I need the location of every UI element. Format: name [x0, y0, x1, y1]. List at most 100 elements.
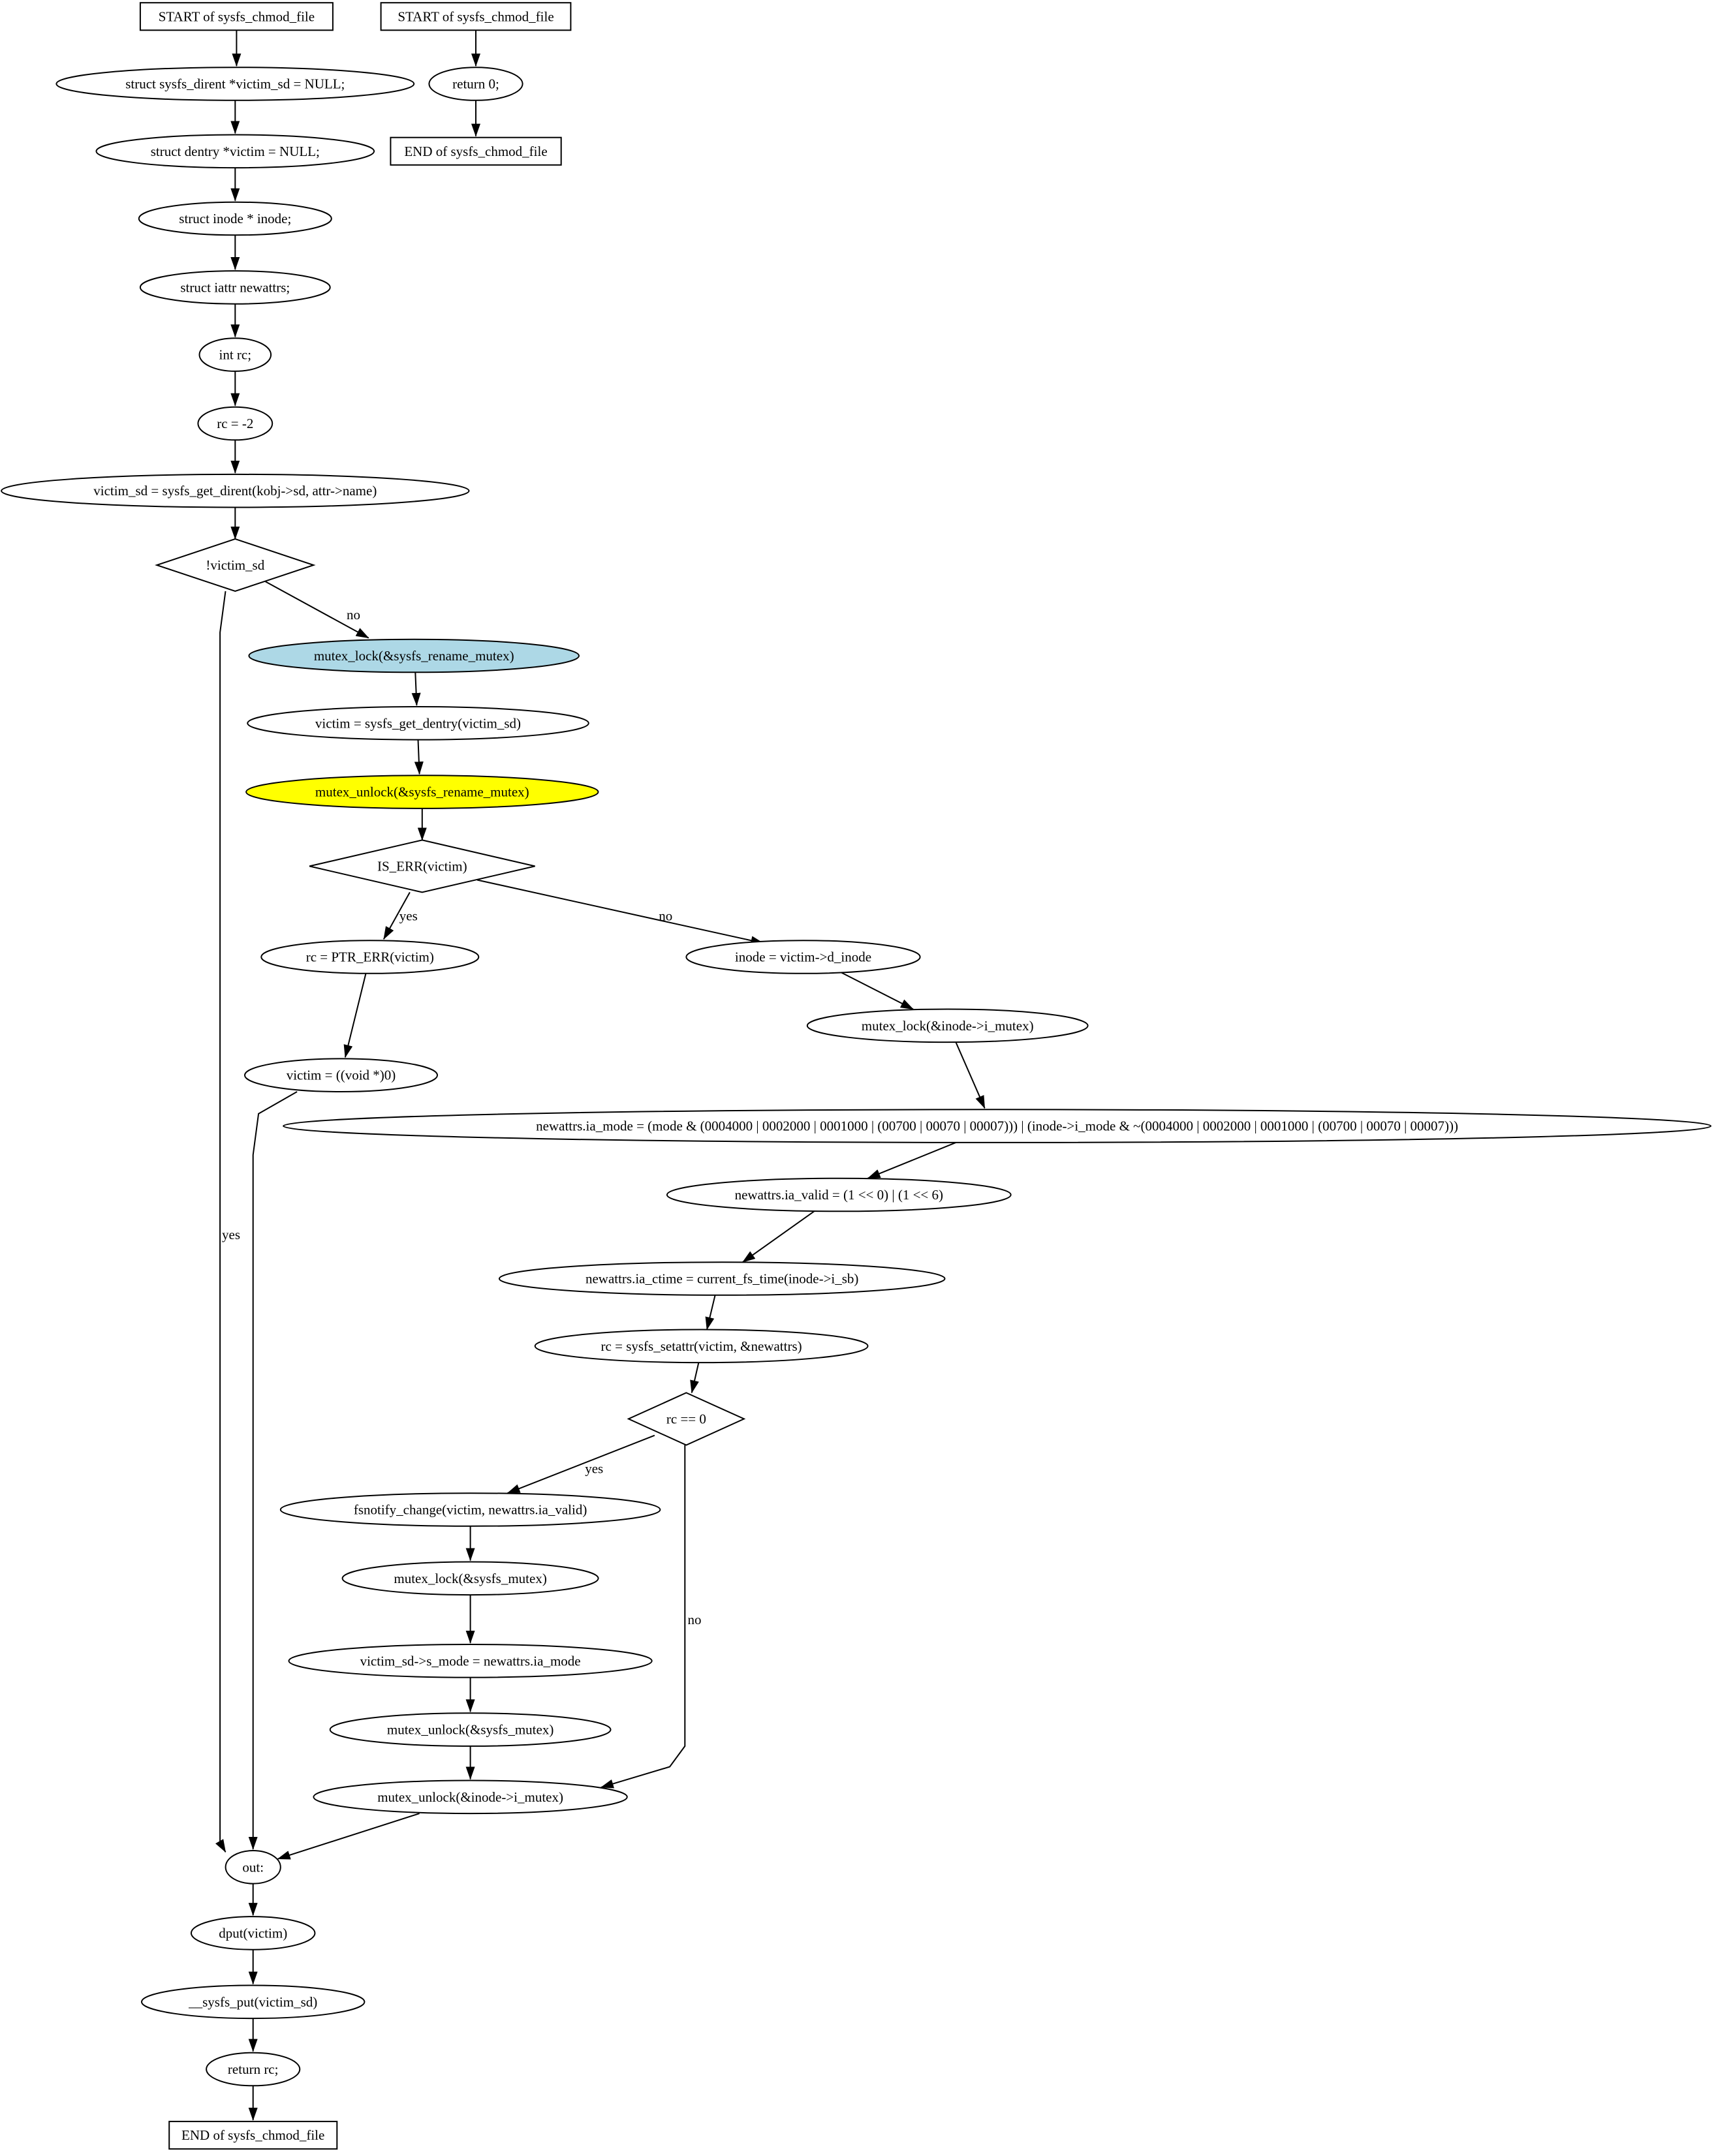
edge-line [690, 1362, 700, 1394]
node-n6: rc = -2 [197, 406, 273, 441]
node-box [168, 2121, 338, 2150]
node-n23: mutex_unlock(&inode->i_mutex) [313, 1779, 628, 1815]
node-ellipse [245, 775, 599, 809]
node-label: rc == 0 [666, 1411, 706, 1426]
node-n17: newattrs.ia_ctime = current_fs_time(inod… [498, 1261, 946, 1296]
node-r2: return 0; [428, 67, 523, 101]
node-label: mutex_unlock(&sysfs_mutex) [387, 1722, 554, 1738]
edge-line [248, 1091, 298, 1850]
node-label: victim = ((void *)0) [287, 1068, 396, 1083]
node-n20: mutex_lock(&sysfs_mutex) [341, 1561, 599, 1596]
edge-line [839, 971, 914, 1010]
node-ellipse [313, 1779, 628, 1815]
edge-label: yes [399, 908, 418, 923]
node-ellipse [666, 1177, 1012, 1212]
node-label: newattrs.ia_ctime = current_fs_time(inod… [585, 1271, 858, 1287]
node-ellipse [206, 2052, 301, 2087]
node-ellipse [260, 940, 480, 974]
node-d1: !victim_sd [155, 538, 316, 593]
edge-line [955, 1041, 986, 1109]
node-ellipse [329, 1712, 612, 1747]
edge-n9-n10 [414, 739, 424, 775]
node-label: struct dentry *victim = NULL; [151, 144, 320, 159]
edge-line [277, 1813, 420, 1860]
edge-n16-n17 [741, 1210, 815, 1263]
node-label: dput(victim) [219, 1925, 287, 1941]
decision-diamond [309, 839, 535, 893]
edge-label: no [347, 607, 360, 623]
node-n14: mutex_lock(&inode->i_mutex) [806, 1008, 1089, 1043]
node-label: struct iattr newattrs; [180, 279, 290, 295]
decision-diamond [627, 1392, 746, 1446]
node-ellipse [498, 1261, 946, 1296]
edge-line [705, 1295, 716, 1331]
edge-n13-n14 [839, 971, 914, 1010]
node-ellipse [190, 1916, 316, 1950]
node-n27: return rc; [206, 2052, 301, 2087]
edge-line [411, 672, 421, 706]
node-label: rc = PTR_ERR(victim) [306, 949, 434, 965]
edge-line [507, 1434, 655, 1494]
node-label: START of sysfs_chmod_file [398, 8, 554, 24]
node-n3: struct inode * inode; [138, 201, 332, 236]
node-label: return rc; [228, 2061, 279, 2077]
node-label: END of sysfs_chmod_file [404, 144, 547, 159]
node-label: int rc; [219, 347, 252, 363]
node-box [390, 136, 562, 166]
node-n10: mutex_unlock(&sysfs_rename_mutex) [245, 775, 599, 809]
node-label: !victim_sd [206, 557, 264, 573]
node-ellipse [198, 337, 272, 372]
node-n21: victim_sd->s_mode = newattrs.ia_mode [288, 1644, 653, 1678]
node-box [380, 2, 572, 31]
node-n19: fsnotify_change(victim, newattrs.ia_vali… [279, 1492, 661, 1527]
node-n15: newattrs.ia_mode = (mode & (0004000 | 00… [283, 1109, 1712, 1143]
node-ellipse [95, 134, 375, 169]
node-ellipse [55, 67, 415, 101]
node-ellipse [141, 1984, 366, 2020]
node-n7: victim_sd = sysfs_get_dirent(kobj->sd, a… [1, 473, 470, 508]
node-d2: IS_ERR(victim) [309, 839, 535, 893]
edge-line [600, 1445, 686, 1789]
node-ellipse [197, 406, 273, 441]
edge-label: no [659, 908, 672, 923]
node-n26: __sysfs_put(victim_sd) [141, 1984, 366, 2020]
node-label: mutex_lock(&sysfs_rename_mutex) [314, 648, 514, 664]
node-label: victim = sysfs_get_dentry(victim_sd) [315, 715, 521, 731]
node-ellipse [806, 1008, 1089, 1043]
node-label: newattrs.ia_mode = (mode & (0004000 | 00… [536, 1118, 1458, 1134]
edge-n8-n9 [411, 672, 421, 706]
edge-label: no [688, 1612, 702, 1627]
edge-line [343, 973, 367, 1058]
node-label: victim_sd->s_mode = newattrs.ia_mode [360, 1653, 581, 1669]
edge-n17-n18 [705, 1295, 716, 1331]
node-label: victim_sd = sysfs_get_dirent(kobj->sd, a… [93, 483, 377, 499]
edge-d1-n24: yes [215, 591, 240, 1853]
node-ellipse [685, 940, 921, 974]
node-label: END of sysfs_chmod_file [181, 2127, 324, 2143]
node-n12: victim = ((void *)0) [244, 1058, 438, 1092]
node-e2: END of sysfs_chmod_file [390, 136, 562, 166]
node-ellipse [139, 270, 331, 305]
edge-line [383, 891, 411, 940]
edge-d1-n8: no [265, 581, 369, 639]
node-ellipse [248, 638, 580, 673]
node-ellipse [341, 1561, 599, 1596]
edge-line [476, 879, 764, 946]
node-n25: dput(victim) [190, 1916, 316, 1950]
edge-d3-n19: yes [507, 1434, 655, 1494]
node-n16: newattrs.ia_valid = (1 << 0) | (1 << 6) [666, 1177, 1012, 1212]
edge-label: yes [585, 1460, 603, 1476]
edge-d2-n13: no [476, 879, 764, 946]
node-label: mutex_unlock(&inode->i_mutex) [377, 1789, 563, 1805]
edge-line [215, 591, 226, 1853]
node-ellipse [534, 1329, 869, 1364]
node-e1: END of sysfs_chmod_file [168, 2121, 338, 2150]
edge-n12-n24 [248, 1091, 298, 1850]
node-ellipse [138, 201, 332, 236]
node-n18: rc = sysfs_setattr(victim, &newattrs) [534, 1329, 869, 1364]
node-ellipse [225, 1850, 281, 1885]
edge-line [414, 739, 424, 775]
node-n13: inode = victim->d_inode [685, 940, 921, 974]
